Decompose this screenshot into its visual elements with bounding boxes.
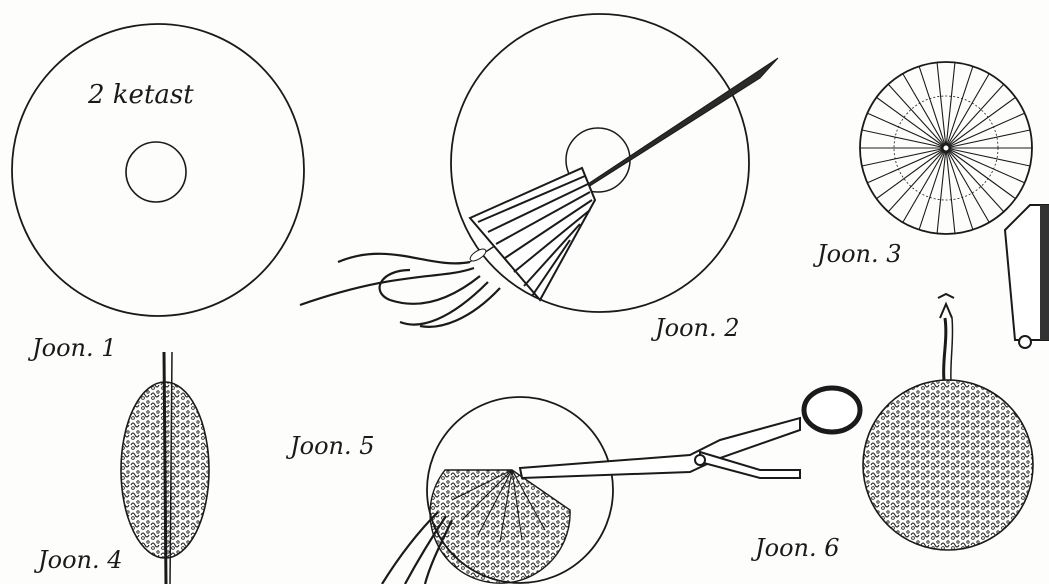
fig6-finished-pompom xyxy=(863,294,1033,550)
fig1-caption: Joon. 1 xyxy=(32,334,117,362)
fig5-caption: Joon. 5 xyxy=(290,432,375,460)
fig4-caption: Joon. 4 xyxy=(38,546,123,574)
fig2-caption: Joon. 2 xyxy=(655,314,740,342)
fig3-wound-disc xyxy=(860,62,1049,348)
fig2-winding-disc xyxy=(300,14,778,327)
fig4-tied-pompom xyxy=(121,352,209,584)
fig6-caption: Joon. 6 xyxy=(755,534,840,562)
fig1-cardboard-disc xyxy=(12,24,304,316)
fig3-caption: Joon. 3 xyxy=(817,240,902,268)
fig1-card-text: 2 ketast xyxy=(88,80,194,110)
